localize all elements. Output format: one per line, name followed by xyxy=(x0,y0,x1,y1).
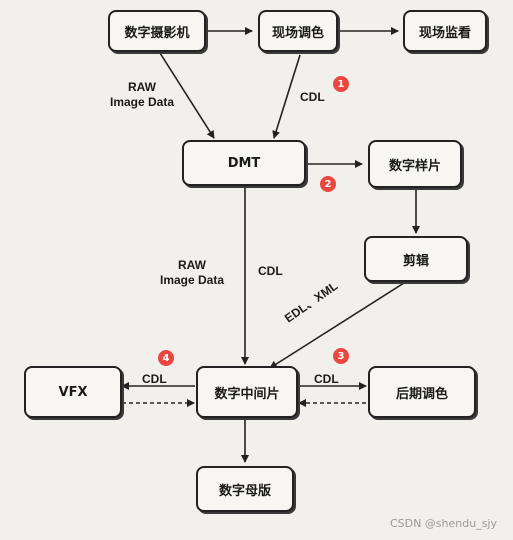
node-onset-monitor: 现场监看 xyxy=(403,10,487,52)
node-dmt: DMT xyxy=(182,140,306,186)
edge-label-line: Image Data xyxy=(160,273,225,287)
node-label: 现场调色 xyxy=(271,25,324,41)
node-label: 数字摄影机 xyxy=(124,25,190,41)
badge-4: 4 xyxy=(158,350,174,366)
node-label: 数字样片 xyxy=(388,158,441,174)
node-label: VFX xyxy=(58,384,88,400)
edge-label-cdl-mid: CDL xyxy=(258,264,283,278)
node-onset-grading: 现场调色 xyxy=(258,10,338,52)
node-vfx: VFX xyxy=(24,366,122,418)
node-editing: 剪辑 xyxy=(364,236,468,282)
badge-2: 2 xyxy=(320,176,336,192)
edge-label-raw-mid: RAW Image Data xyxy=(160,258,224,288)
badge-3: 3 xyxy=(333,348,349,364)
node-label: 剪辑 xyxy=(402,253,429,269)
node-label: 数字中间片 xyxy=(214,386,280,402)
edge-label-raw-top: RAW Image Data xyxy=(110,80,174,110)
edge-label-line: RAW xyxy=(178,258,207,272)
node-digital-intermediate: 数字中间片 xyxy=(196,366,298,418)
node-post-grading: 后期调色 xyxy=(368,366,476,418)
watermark: CSDN @shendu_sjy xyxy=(389,517,497,530)
node-digital-camera: 数字摄影机 xyxy=(108,10,206,52)
node-label: 数字母版 xyxy=(218,483,271,499)
arrow-editing-to-dsm xyxy=(269,282,405,369)
arrow-grading-to-dmt xyxy=(272,54,301,139)
arrow-camera-to-dmt xyxy=(159,52,215,139)
edge-label-cdl-vfx: CDL xyxy=(142,372,167,386)
node-label: 现场监看 xyxy=(418,25,471,41)
edge-label-line: Image Data xyxy=(110,95,175,109)
edge-label-line: RAW xyxy=(128,80,157,94)
edge-label-cdl-post: CDL xyxy=(314,372,339,386)
edge-label-cdl-top: CDL xyxy=(300,90,325,104)
node-label: 后期调色 xyxy=(395,386,448,402)
badge-1: 1 xyxy=(333,76,349,92)
node-label: DMT xyxy=(227,155,261,171)
node-digital-dailies: 数字样片 xyxy=(368,140,462,188)
node-digital-master: 数字母版 xyxy=(196,466,294,512)
